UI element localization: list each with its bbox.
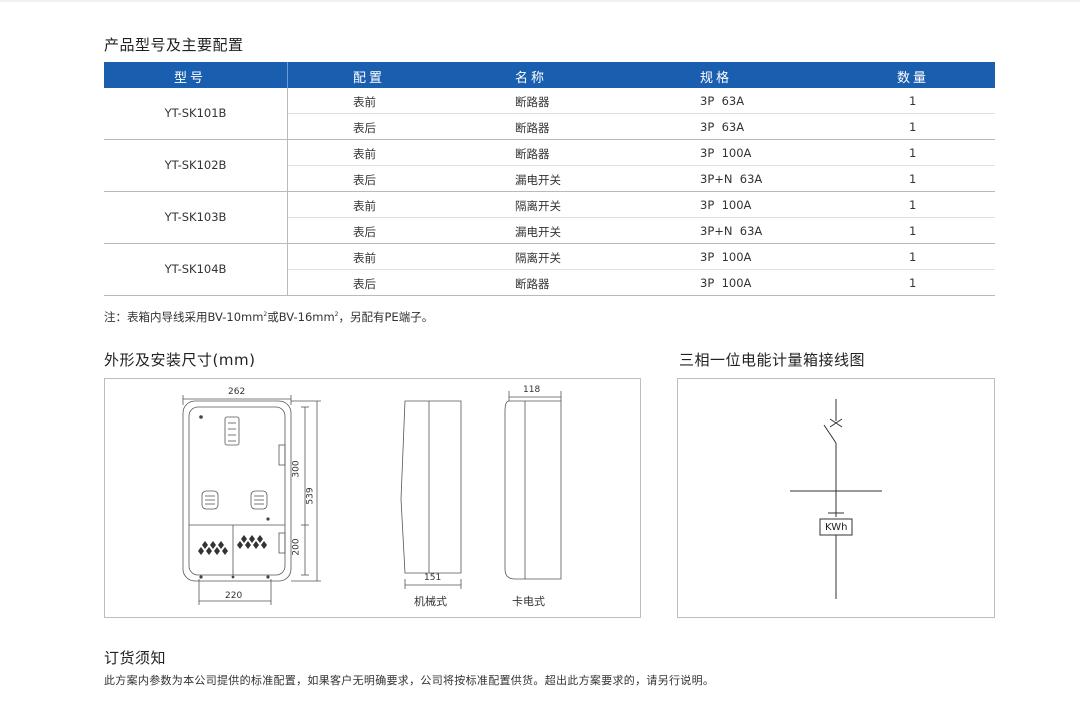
box-side-card (504, 400, 562, 580)
spec-cell: 3P 100A (700, 146, 752, 160)
dim-label-depth-mech: 151 (424, 573, 442, 583)
qty-cell: 1 (909, 94, 917, 108)
config-cell: 表前 (353, 147, 376, 161)
name-cell: 断路器 (515, 121, 550, 135)
config-cell: 表前 (353, 251, 376, 265)
spec-cell: 3P 63A (700, 120, 745, 134)
section-title-spec: 产品型号及主要配置 (104, 36, 244, 54)
note-text: 或BV-16mm (267, 310, 335, 324)
table-row-group: YT-SK104B 表前 隔离开关 3P 100A 1 表后 断路器 3P 10… (104, 244, 995, 296)
qty-cell: 1 (909, 146, 917, 160)
col-header-qty: 数量 (897, 71, 930, 86)
box-front-outline (182, 400, 292, 582)
qty-cell: 1 (909, 198, 917, 212)
note-superscript: 2 (263, 311, 268, 319)
section-title-dimensions: 外形及安装尺寸(mm) (104, 351, 256, 369)
wiring-note: 注：表箱内导线采用BV-10mm2或BV-16mm2，另配有PE端子。 (104, 309, 433, 325)
model-cell: YT-SK103B (164, 210, 227, 224)
dim-label-lower: 200 (291, 538, 302, 556)
spec-cell: 3P 63A (700, 94, 745, 108)
qty-cell: 1 (909, 120, 917, 134)
name-cell: 断路器 (515, 277, 550, 291)
wiring-diagram-panel: KWh (677, 378, 995, 618)
spec-cell: 3P 100A (700, 250, 752, 264)
col-header-config: 配置 (353, 71, 386, 86)
config-cell: 表前 (353, 199, 376, 213)
section-title-wiring: 三相一位电能计量箱接线图 (679, 351, 866, 369)
dim-label-total: 539 (305, 487, 316, 505)
dim-label-bottom: 220 (225, 591, 243, 601)
col-header-model: 型号 (174, 71, 207, 86)
meter-label: KWh (825, 522, 848, 533)
qty-cell: 1 (909, 250, 917, 264)
table-row-group: YT-SK101B 表前 断路器 3P 63A 1 表后 断路器 3P 63A … (104, 88, 995, 140)
col-header-name: 名称 (515, 71, 548, 86)
vent-left (201, 490, 219, 510)
vent-right (250, 490, 268, 510)
model-cell: YT-SK102B (164, 158, 227, 172)
box-front-inner (188, 406, 286, 576)
name-cell: 断路器 (515, 147, 550, 161)
config-cell: 表前 (353, 95, 376, 109)
table-header: 型号 配置 名称 规格 数量 (104, 62, 995, 88)
config-cell: 表后 (353, 173, 376, 187)
spec-table: 型号 配置 名称 规格 数量 YT-SK101B 表前 断路器 3P 63A 1… (104, 62, 995, 296)
meter-window (224, 416, 240, 446)
terminal-rows (198, 535, 267, 555)
top-rule (0, 0, 1080, 2)
name-cell: 隔离开关 (515, 199, 561, 213)
name-cell: 漏电开关 (515, 173, 561, 187)
note-text: 注：表箱内导线采用BV-10mm (104, 310, 264, 324)
box-side-mechanical (400, 400, 462, 574)
qty-cell: 1 (909, 224, 917, 238)
model-cell: YT-SK101B (164, 106, 227, 120)
dim-label-width: 262 (228, 387, 246, 397)
note-text: ，另配有PE端子。 (338, 310, 434, 324)
label-mechanical: 机械式 (414, 595, 447, 608)
table-row-group: YT-SK103B 表前 隔离开关 3P 100A 1 表后 漏电开关 3P+N… (104, 192, 995, 244)
table-row-group: YT-SK102B 表前 断路器 3P 100A 1 表后 漏电开关 3P+N … (104, 140, 995, 192)
header-separator (287, 62, 288, 88)
qty-cell: 1 (909, 276, 917, 290)
wiring-diagram (790, 399, 882, 599)
qty-cell: 1 (909, 172, 917, 186)
name-cell: 隔离开关 (515, 251, 561, 265)
col-header-spec: 规格 (700, 71, 733, 86)
label-card-type: 卡电式 (512, 595, 545, 608)
section-title-order: 订货须知 (104, 649, 167, 667)
spec-cell: 3P 100A (700, 276, 752, 290)
dimension-drawing (182, 391, 562, 605)
name-cell: 漏电开关 (515, 225, 561, 239)
config-cell: 表后 (353, 121, 376, 135)
name-cell: 断路器 (515, 95, 550, 109)
config-cell: 表后 (353, 225, 376, 239)
spec-cell: 3P+N 63A (700, 224, 763, 238)
note-superscript: 2 (334, 311, 339, 319)
order-description: 此方案内参数为本公司提供的标准配置，如果客户无明确要求，公司将按标准配置供货。超… (104, 674, 715, 687)
spec-cell: 3P 100A (700, 198, 752, 212)
spec-cell: 3P+N 63A (700, 172, 763, 186)
switch-blade (823, 424, 837, 444)
switch-x2 (829, 418, 843, 428)
dim-label-upper: 300 (291, 460, 302, 478)
dim-label-depth-card: 118 (523, 385, 541, 395)
dimension-drawing-panel: 262 220 300 200 539 151 118 机械式 卡电式 (104, 378, 641, 618)
model-cell: YT-SK104B (164, 262, 227, 276)
config-cell: 表后 (353, 277, 376, 291)
